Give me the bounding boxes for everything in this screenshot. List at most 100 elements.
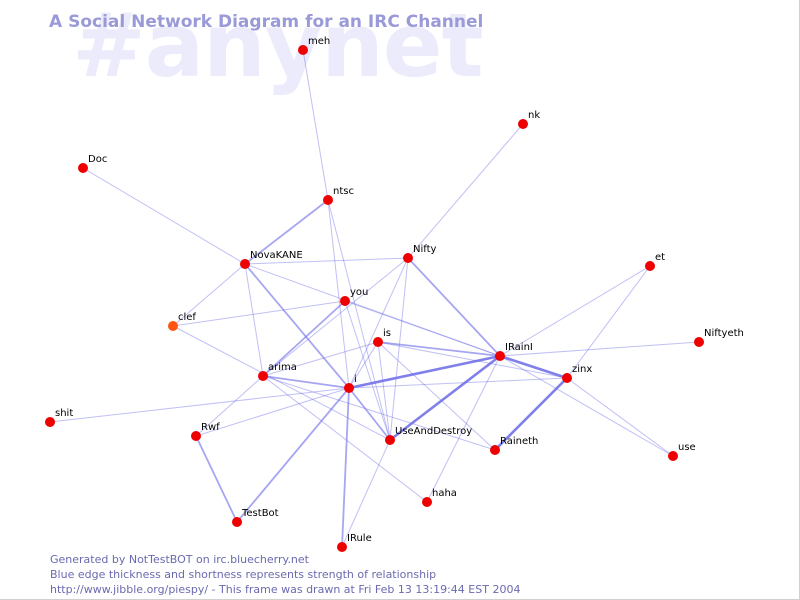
node-label: IRule [347,533,372,544]
node-label: Raineth [500,436,538,447]
node-NovaKANE: NovaKANE [240,250,303,269]
node-clef: clef [168,312,196,331]
node-arima: arima [258,362,297,381]
node-label: meh [308,36,330,47]
edge-arima-Rwf [195,375,264,437]
node-nk: nk [518,110,540,129]
node-label: ntsc [333,186,354,197]
node-et: et [645,252,665,271]
node-label: UseAndDestroy [395,426,472,437]
edge-i-TestBot [236,387,350,523]
edge-zinx-i [348,377,568,389]
node-label: TestBot [241,508,279,519]
edge-clef-UseAndDestroy [172,325,391,441]
node-dot [258,371,268,381]
node-dot [191,431,201,441]
node-dot [422,497,432,507]
edge-ntsc-i [327,199,350,389]
edge-i-IRule [341,387,350,548]
node-dot [168,321,178,331]
edge-is-UseAndDestroy [377,341,391,441]
edge-NovaKANE-arima [244,263,264,377]
node-dot [645,261,655,271]
edge-NovaKANE-i [244,263,350,389]
node-dot [344,383,354,393]
node-label: IRainI [505,342,533,353]
node-IRainI: IRainI [495,342,533,361]
footer-generated-line: Generated by NotTestBOT on irc.bluecherr… [50,553,309,566]
edge-you-clef [172,300,346,327]
node-TestBot: TestBot [232,508,279,527]
node-dot [373,337,383,347]
edge-Nifty-arima [262,257,409,377]
edge-is-IRainI [377,341,501,357]
edge-NovaKANE-clef [172,263,246,327]
edge-is-i [348,341,379,389]
node-ntsc: ntsc [323,186,354,205]
node-dot [490,445,500,455]
node-label: haha [432,488,457,499]
edge-UseAndDestroy-IRule [341,439,391,548]
node-dot [298,45,308,55]
edge-IRainI-et [499,265,651,357]
edge-IRainI-Niftyeth [499,341,700,357]
node-dot [232,517,242,527]
node-label: zinx [572,364,592,375]
node-dot [403,253,413,263]
node-shit: shit [45,408,73,427]
node-IRule: IRule [337,533,372,552]
node-label: use [678,442,696,453]
node-Raineth: Raineth [490,436,538,455]
node-dot [694,337,704,347]
node-label: Niftyeth [704,328,744,339]
footer: Generated by NotTestBOT on irc.bluecherr… [50,552,520,597]
node-use: use [668,442,696,461]
edge-Rwf-TestBot [195,435,238,523]
node-dot [45,417,55,427]
edge-meh-ntsc [302,49,329,201]
node-label: i [354,374,357,385]
edge-is-zinx [377,341,568,379]
edge-Nifty-IRainI [407,257,501,357]
node-dot [518,119,528,129]
node-label: nk [528,110,540,121]
edge-i-UseAndDestroy [348,387,391,441]
edge-you-arima [262,300,346,377]
node-dot [385,435,395,445]
node-label: clef [178,312,196,323]
edge-ntsc-UseAndDestroy [327,199,391,441]
edge-Nifty-i [348,257,409,389]
node-dot [495,351,505,361]
node-meh: meh [298,36,330,55]
edge-zinx-use [566,377,674,457]
edge-is-arima [262,341,379,377]
node-dot [323,195,333,205]
edge-nk-Nifty [407,123,524,259]
edge-IRainI-haha [426,355,501,503]
node-UseAndDestroy: UseAndDestroy [385,426,472,445]
edge-IRainI-i [348,354,501,390]
node-label: NovaKANE [250,250,303,261]
edge-IRainI-zinx [499,354,568,380]
channel-watermark: #anynet [72,0,484,97]
edge-IRainI-UseAndDestroy [389,354,501,442]
edge-NovaKANE-Nifty [244,257,409,265]
node-dot [340,296,350,306]
node-dot [562,373,572,383]
edge-arima-haha [262,375,428,503]
edge-i-Rwf [195,387,350,437]
node-label: Nifty [413,244,437,255]
node-dot [78,163,88,173]
node-dot [240,259,250,269]
page-title: A Social Network Diagram for an IRC Chan… [49,12,484,32]
node-label: arima [268,362,297,373]
node-label: et [655,252,665,263]
node-zinx: zinx [562,364,592,383]
node-Doc: Doc [78,154,107,173]
edge-is-Raineth [377,341,496,451]
edge-Doc-NovaKANE [82,167,246,265]
edge-NovaKANE-IRainI [244,263,501,357]
node-label: shit [55,408,73,419]
